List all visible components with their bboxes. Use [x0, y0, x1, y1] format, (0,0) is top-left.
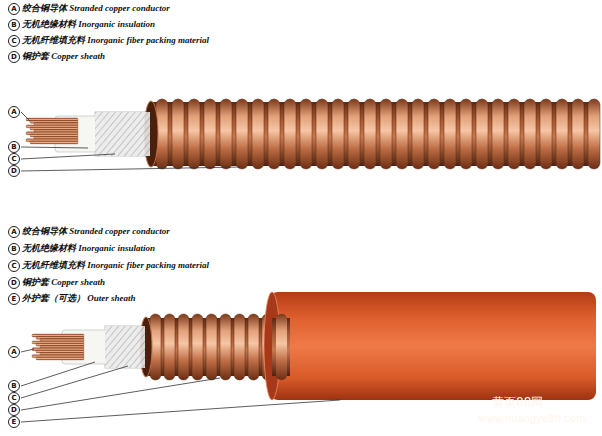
legend-text: 绞合铜导体 Stranded copper conductor: [22, 2, 170, 14]
sheath-rib: [508, 99, 520, 169]
callout-letter: D: [8, 165, 20, 177]
callout-letter: A: [8, 106, 20, 118]
callout-letter: A: [8, 3, 20, 15]
legend-text: 无机绝缘材料 Inorganic insulation: [22, 18, 155, 30]
callout-letter: C: [8, 392, 20, 404]
legend-text: 铜护套 Copper sheath: [22, 50, 105, 62]
fiber-packing-front: [105, 326, 145, 368]
cable-top: [26, 99, 600, 169]
callout-letter: E: [8, 416, 20, 428]
legend-text: 外护套（可选） Outer sheath: [22, 292, 136, 304]
sheath-rib: [236, 99, 248, 169]
sheath-rib: [172, 99, 184, 169]
leader-line: [21, 362, 95, 386]
sheath-rib: [396, 99, 408, 169]
callout-letter: B: [8, 380, 20, 392]
sheath-rib: [588, 99, 600, 169]
leader-lines: [21, 112, 340, 422]
callout-letter: A: [8, 226, 20, 238]
fiber-packing: [95, 112, 157, 156]
leader-line: [21, 378, 220, 410]
legend-text: 绞合铜导体 Stranded copper conductor: [22, 225, 170, 237]
sheath-ribs: [150, 314, 273, 380]
conductor-strand: [30, 141, 78, 144]
conductor: [32, 334, 84, 360]
callout-letter: B: [8, 19, 20, 31]
cable-bottom: [32, 292, 596, 400]
outer-sheath: [270, 292, 596, 400]
sheath-rib: [206, 314, 217, 380]
sheath-rib: [332, 99, 344, 169]
sheath-rib: [188, 99, 200, 169]
sheath-rib: [164, 314, 175, 380]
leader-line: [21, 400, 340, 422]
callout-letter: C: [8, 260, 20, 272]
callout-letter: B: [8, 141, 20, 153]
sheath-rib: [268, 99, 280, 169]
sheath-rib: [492, 99, 504, 169]
sheath-rib: [234, 314, 245, 380]
sheath-rib: [316, 99, 328, 169]
leader-line: [21, 147, 88, 148]
leader-line: [21, 366, 128, 398]
watermark: 黄页88网: [492, 396, 543, 409]
sheath-rib: [192, 314, 203, 380]
sheath-rib: [524, 99, 536, 169]
sheath-rib: [300, 99, 312, 169]
callout-letter: A: [8, 346, 20, 358]
sheath-rib: [556, 99, 568, 169]
sheath-ribs: [156, 99, 600, 169]
callout-letter: D: [8, 51, 20, 63]
sheath-rib: [252, 99, 264, 169]
callout-letter: E: [8, 293, 20, 305]
leader-line: [21, 349, 34, 352]
sheath-rib: [348, 99, 360, 169]
fiber-packing-front: [95, 112, 150, 156]
sheath-rib: [276, 314, 287, 380]
callout-letter: C: [8, 35, 20, 47]
callout-letter: C: [8, 153, 20, 165]
conductor: [26, 118, 78, 144]
watermark: www.huangye88.com: [478, 412, 586, 425]
sheath-rib: [444, 99, 456, 169]
sheath-rib: [476, 99, 488, 169]
leader-line: [21, 154, 115, 159]
legend-text: 无机绝缘材料 Inorganic insulation: [22, 242, 155, 254]
sheath-rib: [178, 314, 189, 380]
callout-letter: D: [8, 404, 20, 416]
sheath-rib: [460, 99, 472, 169]
sheath-rib: [540, 99, 552, 169]
callout-letter: B: [8, 243, 20, 255]
sheath-rib: [412, 99, 424, 169]
sheath-rib: [428, 99, 440, 169]
sheath-rib: [220, 99, 232, 169]
legend-text: 无机纤维填充料 Inorganic fiber packing material: [22, 34, 209, 46]
sheath-rib: [284, 99, 296, 169]
sheath-rib: [204, 99, 216, 169]
conductor-strand: [36, 357, 84, 360]
sheath-rib: [572, 99, 584, 169]
leader-line: [21, 167, 240, 171]
sheath-rib: [248, 314, 259, 380]
sheath-rib: [380, 99, 392, 169]
callout-letter: D: [8, 277, 20, 289]
legend-text: 铜护套 Copper sheath: [22, 276, 105, 288]
sheath-rib: [220, 314, 231, 380]
leader-line: [21, 112, 30, 121]
sheath-rib: [364, 99, 376, 169]
legend-text: 无机纤维填充料 Inorganic fiber packing material: [22, 259, 209, 271]
